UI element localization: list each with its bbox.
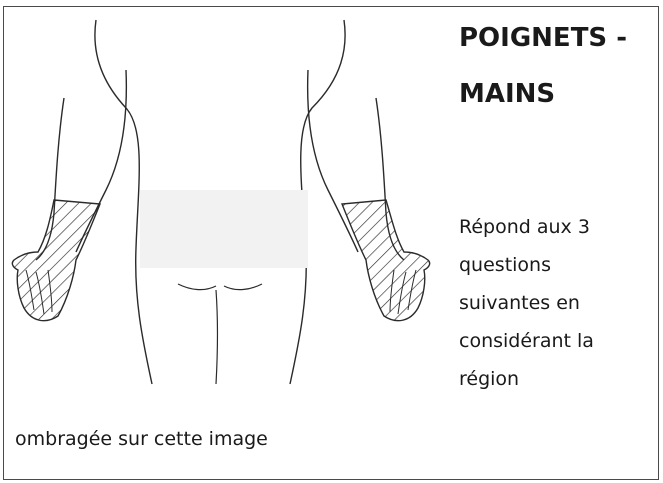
page-title: POIGNETS - MAINS: [459, 10, 655, 122]
left-hand-shaded: [12, 200, 100, 321]
instruction-line-3: suivantes en: [459, 284, 655, 322]
instruction-line-1: Répond aux 3: [459, 208, 655, 246]
instruction-line-2: questions: [459, 246, 655, 284]
title-line-1: POIGNETS -: [459, 10, 655, 66]
torso-shadow: [140, 190, 308, 268]
buttocks-curve-left: [178, 284, 216, 290]
instruction-line-5: région: [459, 360, 655, 398]
instruction-text: Répond aux 3 questions suivantes en cons…: [459, 208, 655, 398]
caption-text: ombragée sur cette image: [15, 420, 268, 458]
buttocks-curve-right: [224, 284, 262, 290]
gluteal-cleft: [216, 290, 218, 384]
title-line-2: MAINS: [459, 66, 655, 122]
right-hand-shaded: [342, 200, 430, 321]
body-diagram: [6, 8, 436, 408]
instruction-line-4: considérant la: [459, 322, 655, 360]
